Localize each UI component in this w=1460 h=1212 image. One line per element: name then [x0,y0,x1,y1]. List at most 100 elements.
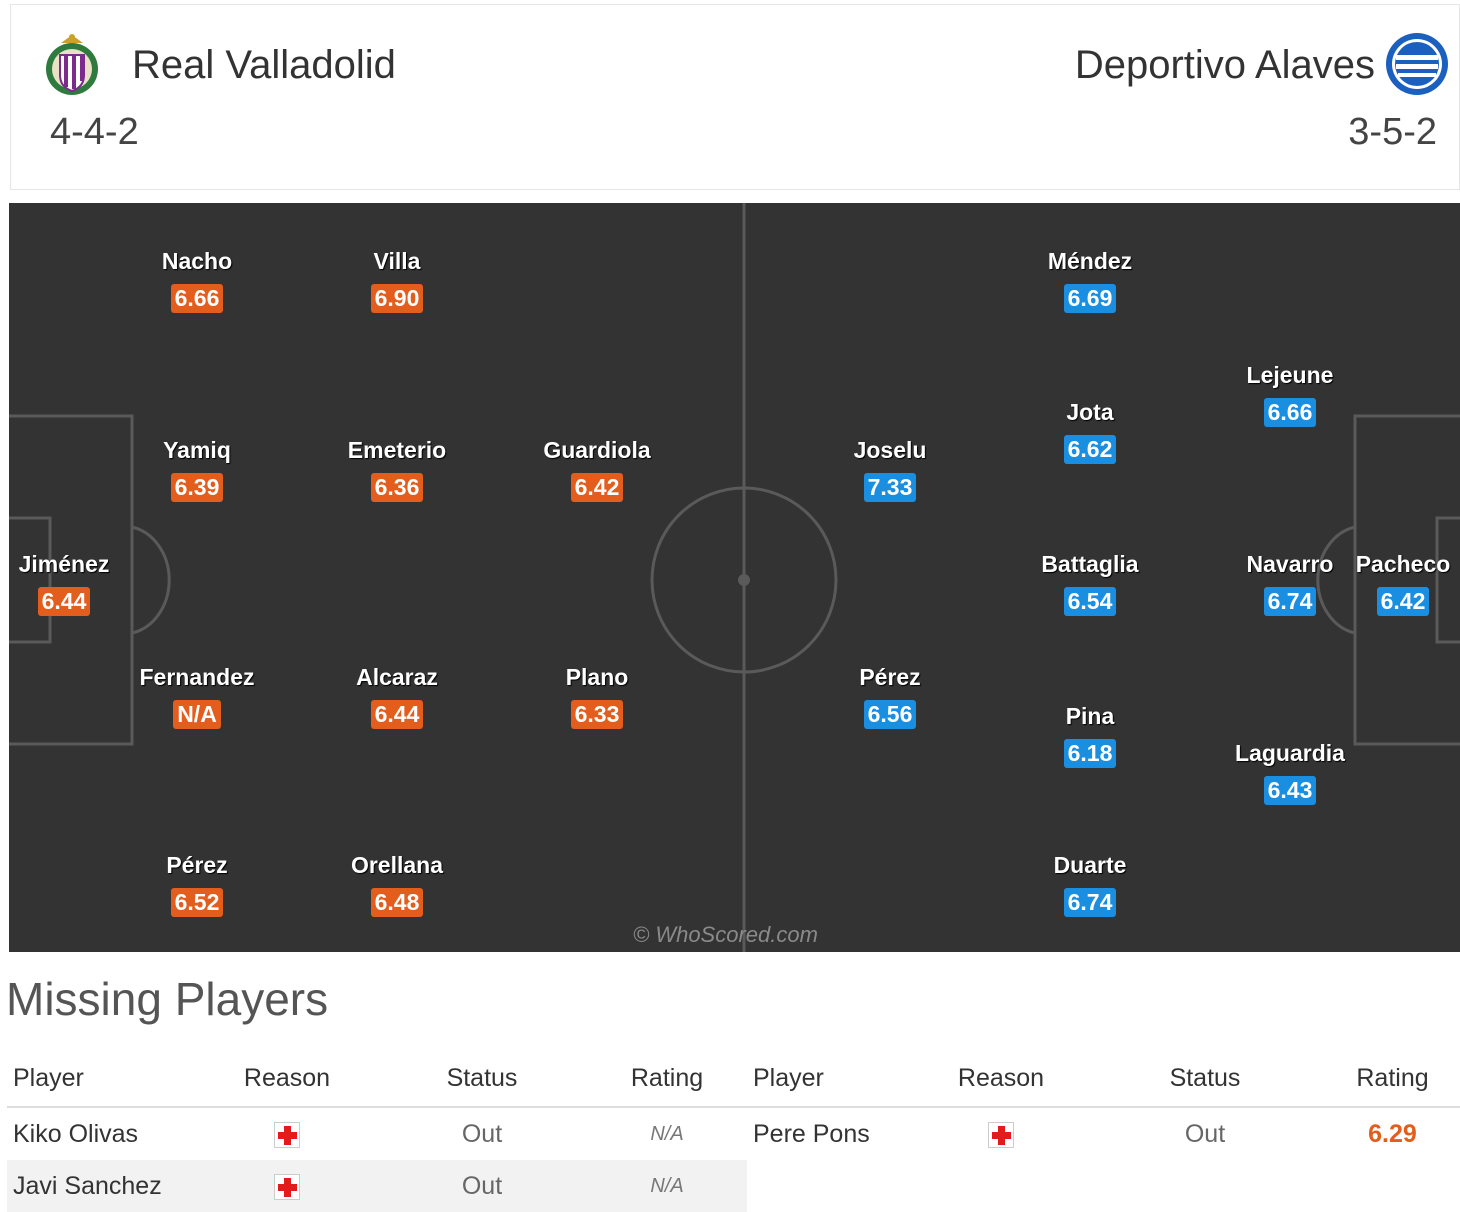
missing-status: Out [377,1160,587,1212]
missing-status: Out [461,1119,503,1148]
home-player-orellana[interactable]: Orellana 6.48 [317,852,477,917]
player-name: Villa [373,248,421,274]
status-column-header[interactable]: Status [1085,1050,1325,1108]
home-player-emeterio[interactable]: Emeterio 6.36 [317,437,477,502]
player-name: Méndez [1047,248,1133,274]
home-player-guardiola[interactable]: Guardiola 6.42 [517,437,677,502]
player-name: Duarte [1053,852,1127,878]
home-player-plano[interactable]: Plano 6.33 [517,664,677,729]
injury-icon[interactable] [274,1121,300,1148]
player-rating: 6.90 [370,284,424,313]
player-rating: 6.66 [170,284,224,313]
player-rating: 6.56 [863,700,917,729]
player-rating: 6.43 [1263,776,1317,805]
missing-rating: N/A [650,1122,684,1145]
player-rating: 6.39 [170,473,224,502]
home-formation: 4-4-2 [50,111,139,153]
player-name: Alcaraz [356,664,438,690]
away-player-lejeune[interactable]: Lejeune 6.66 [1210,362,1370,427]
away-player-navarro[interactable]: Navarro 6.74 [1210,551,1370,616]
player-rating: 6.66 [1263,398,1317,427]
player-rating: 7.33 [863,473,917,502]
player-name: Pérez [859,664,921,690]
away-formation: 3-5-2 [1348,111,1437,153]
home-player-perez[interactable]: Pérez 6.52 [117,852,277,917]
player-name: Pina [1065,703,1115,729]
player-rating: N/A [173,700,221,729]
player-name: Orellana [350,852,444,878]
home-player-fernandez[interactable]: Fernandez N/A [117,664,277,729]
player-column-header[interactable]: Player [747,1050,917,1108]
pitch-markings [9,203,1460,952]
missing-rating: 6.29 [1368,1119,1417,1148]
missing-players-title: Missing Players [6,973,329,1025]
player-rating: 6.74 [1263,587,1317,616]
player-rating: 6.62 [1063,435,1117,464]
table-row: Javi Sanchez Out N/A [7,1160,747,1212]
player-rating: 6.18 [1063,739,1117,768]
injury-icon[interactable] [988,1121,1014,1148]
status-column-header[interactable]: Status [377,1050,587,1108]
home-team-name[interactable]: Real Valladolid [132,43,396,87]
table-row: Kiko Olivas Out N/A [7,1107,747,1160]
player-rating: 6.74 [1063,888,1117,917]
player-rating: 6.52 [170,888,224,917]
player-name: Plano [565,664,629,690]
lineup-pitch: Nacho 6.66 Villa 6.90 Yamiq 6.39 Emeteri… [9,203,1460,952]
player-name: Battaglia [1041,551,1139,577]
player-name: Jota [1066,399,1114,425]
home-player-villa[interactable]: Villa 6.90 [317,248,477,313]
missing-rating: N/A [587,1160,747,1212]
injury-icon[interactable] [274,1173,300,1200]
away-player-battaglia[interactable]: Battaglia 6.54 [1010,551,1170,616]
player-rating: 6.69 [1063,284,1117,313]
real-valladolid-crest-icon[interactable] [43,33,101,99]
home-player-yamiq[interactable]: Yamiq 6.39 [117,437,277,502]
away-player-duarte[interactable]: Duarte 6.74 [1010,852,1170,917]
away-player-laguardia[interactable]: Laguardia 6.43 [1210,740,1370,805]
missing-player-name[interactable]: Kiko Olivas [13,1119,139,1148]
missing-player-name[interactable]: Pere Pons [753,1119,870,1148]
away-player-pacheco[interactable]: Pacheco 6.42 [1343,551,1460,616]
deportivo-alaves-crest-icon[interactable] [1384,31,1450,97]
home-player-alcaraz[interactable]: Alcaraz 6.44 [317,664,477,729]
missing-player-name[interactable]: Javi Sanchez [7,1160,197,1212]
player-rating: 6.42 [570,473,624,502]
player-name: Emeterio [347,437,447,463]
missing-status: Out [1184,1119,1226,1148]
home-player-jimenez[interactable]: Jiménez 6.44 [9,551,144,616]
player-name: Laguardia [1235,740,1345,766]
away-player-pina[interactable]: Pina 6.18 [1010,703,1170,768]
player-column-header[interactable]: Player [7,1050,197,1108]
rating-column-header[interactable]: Rating [1325,1050,1460,1108]
away-player-mendez[interactable]: Méndez 6.69 [1010,248,1170,313]
player-rating: 6.44 [370,700,424,729]
reason-column-header[interactable]: Reason [197,1050,377,1108]
player-rating: 6.33 [570,700,624,729]
table-row: Pere Pons Out 6.29 [747,1107,1460,1160]
reason-column-header[interactable]: Reason [917,1050,1085,1108]
match-header: Real Valladolid 4-4-2 Deportivo Alaves 3… [10,4,1460,190]
player-name: Guardiola [543,437,651,463]
player-rating: 6.36 [370,473,424,502]
away-player-joselu[interactable]: Joselu 7.33 [810,437,970,502]
table-header-row: Player Reason Status Rating [7,1050,747,1108]
home-player-nacho[interactable]: Nacho 6.66 [117,248,277,313]
away-player-jota[interactable]: Jota 6.62 [1010,399,1170,464]
player-name: Pacheco [1355,551,1451,577]
home-missing-table: Player Reason Status Rating Kiko Olivas … [7,1050,747,1212]
away-missing-table: Player Reason Status Rating Pere Pons Ou… [747,1050,1460,1160]
player-name: Nacho [161,248,233,274]
rating-column-header[interactable]: Rating [587,1050,747,1108]
player-name: Jiménez [18,551,110,577]
player-rating: 6.44 [37,587,91,616]
player-rating: 6.42 [1376,587,1430,616]
away-player-perez[interactable]: Pérez 6.56 [810,664,970,729]
away-team-name[interactable]: Deportivo Alaves [1074,43,1375,87]
player-name: Yamiq [163,437,231,463]
table-header-row: Player Reason Status Rating [747,1050,1460,1108]
player-name: Fernandez [139,664,255,690]
player-name: Navarro [1246,551,1334,577]
player-rating: 6.54 [1063,587,1117,616]
player-name: Joselu [853,437,927,463]
